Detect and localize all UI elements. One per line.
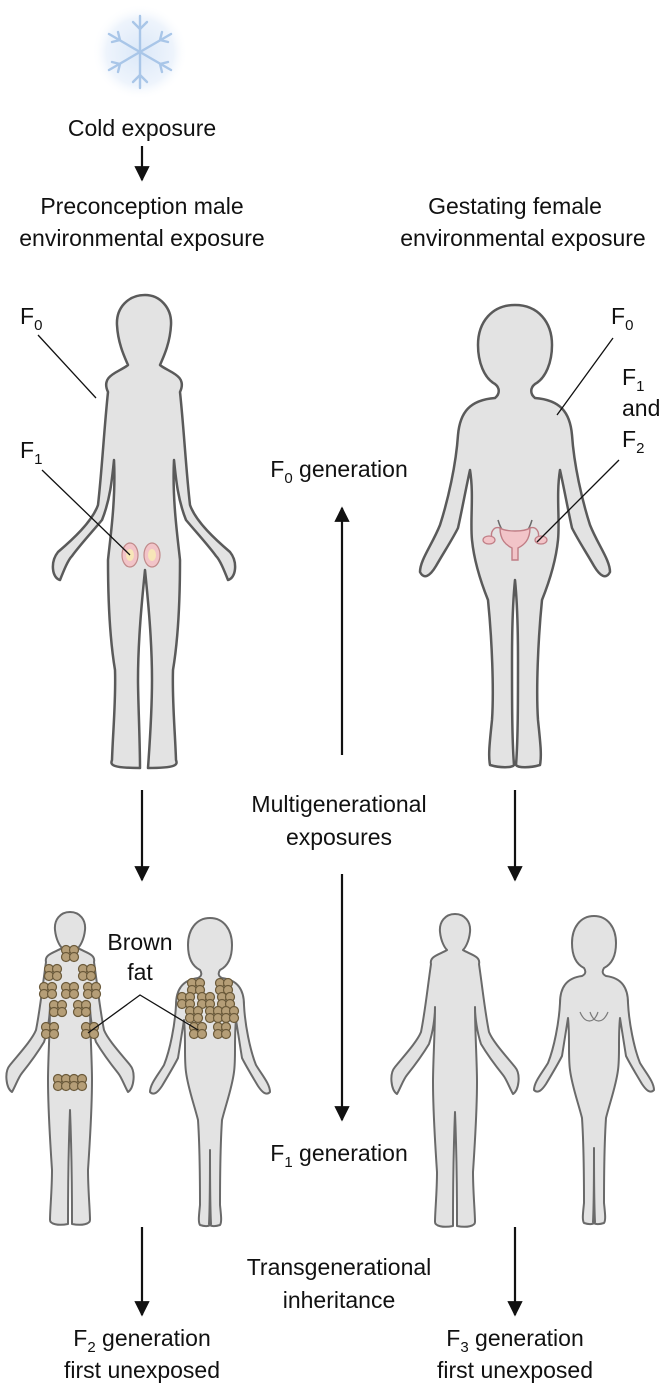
- male-f0-figure: [51, 293, 237, 770]
- multigenerational-line2: exposures: [286, 824, 392, 850]
- male-f0-label: F0: [20, 303, 42, 334]
- uterus-icon: [482, 526, 548, 561]
- female-and-label: and: [622, 395, 660, 421]
- female-f0-figure: [418, 303, 612, 769]
- female-f2-label: F2: [622, 426, 644, 457]
- female-f1-brown-fat-figure: [149, 917, 271, 1228]
- f2-first-unexposed: first unexposed: [64, 1357, 220, 1383]
- male-f1-label: F1: [20, 437, 42, 468]
- transgenerational-line1: Transgenerational: [247, 1254, 432, 1280]
- snowflake-icon: [92, 4, 188, 100]
- female-f0-leader: [556, 337, 614, 416]
- female-f1-label: F1: [622, 364, 644, 395]
- male-f1-brown-fat-figure: [5, 911, 135, 1226]
- f0-generation-label: F0 generation: [270, 456, 408, 487]
- f1-generation-label: F1 generation: [270, 1140, 408, 1171]
- brown-fat-leader: [87, 994, 199, 1034]
- f2-generation-label: F2 generation: [73, 1325, 211, 1356]
- brown-fat-label-line2: fat: [127, 959, 153, 985]
- cold-exposure-label: Cold exposure: [68, 115, 216, 141]
- male-f1-leader: [41, 469, 131, 556]
- testis-icon: [121, 542, 161, 568]
- male-f1-plain-figure: [390, 913, 520, 1228]
- transgenerational-line2: inheritance: [283, 1287, 396, 1313]
- male-exposure-title-line2: environmental exposure: [19, 225, 264, 251]
- female-f1-plain-figure: [533, 915, 655, 1226]
- female-exposure-title-line2: environmental exposure: [400, 225, 645, 251]
- f3-first-unexposed: first unexposed: [437, 1357, 593, 1383]
- multigenerational-line1: Multigenerational: [251, 791, 426, 817]
- female-f2-leader: [536, 459, 620, 543]
- male-f0-leader: [37, 334, 97, 399]
- male-exposure-title-line1: Preconception male: [40, 193, 243, 219]
- f3-generation-label: F3 generation: [446, 1325, 584, 1356]
- female-exposure-title-line1: Gestating female: [428, 193, 602, 219]
- female-f0-label: F0: [611, 303, 633, 334]
- brown-fat-label-line1: Brown: [107, 929, 172, 955]
